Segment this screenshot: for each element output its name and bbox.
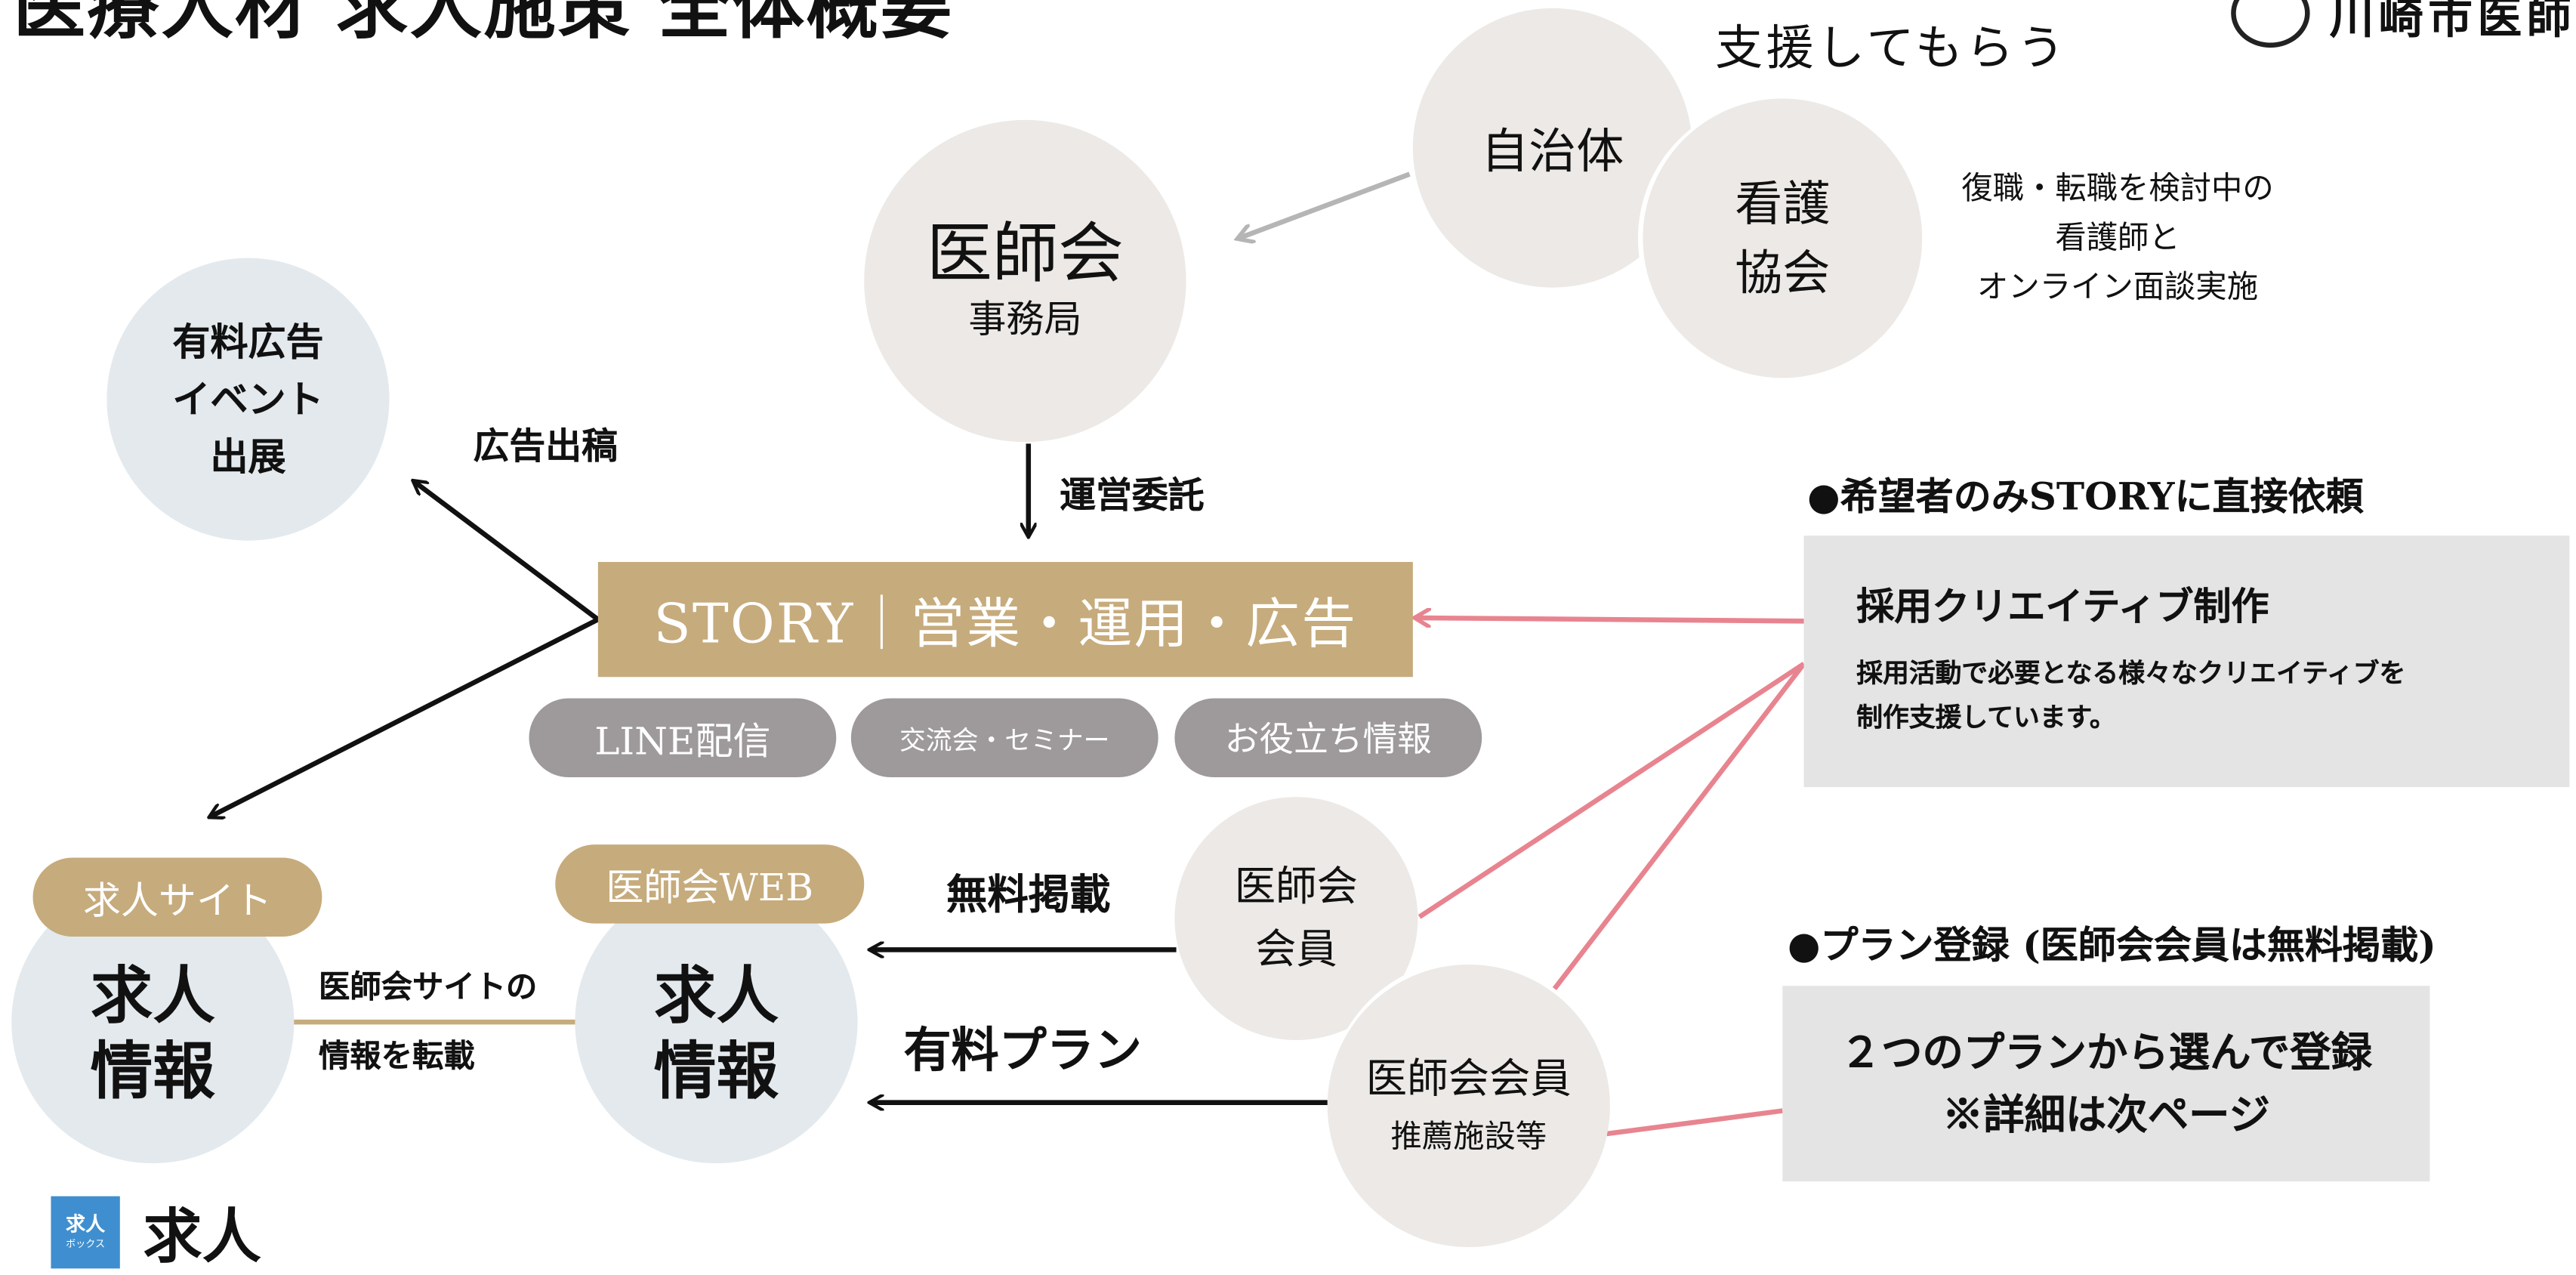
arrow-creative-to-story	[1416, 618, 1804, 621]
ishikai-web-tag: 医師会WEB	[555, 844, 865, 924]
plan-box-line2: ※詳細は次ページ	[1942, 1090, 2270, 1138]
kango-note-line2: 看護師と	[2055, 220, 2180, 257]
support-label: 支援してもらう	[1715, 20, 2069, 76]
line-recommended-to-plan	[1606, 1108, 1783, 1137]
arrow-jichitai-to-office	[1239, 171, 1411, 239]
plan-box: ２つのプランから選んで登録 ※詳細は次ページ	[1782, 986, 2430, 1182]
plan-heading: ●プラン登録 (医師会会員は無料掲載)	[1787, 923, 2436, 968]
kango-label-line2: 協会	[1735, 245, 1831, 301]
paid-ad-line1: 有料広告	[172, 320, 324, 364]
member-line1: 医師会	[1234, 863, 1358, 911]
creative-heading: ●希望者のみSTORYに直接依頼	[1806, 474, 2364, 520]
transfer-line1: 医師会サイトの	[319, 969, 538, 1006]
ishikai-web-circle: 求人 情報	[575, 881, 858, 1164]
job-site-tag: 求人サイト	[32, 857, 322, 937]
creative-box-title: 採用クリエイティブ制作	[1856, 585, 2269, 630]
operation-label: 運営委託	[1060, 474, 1205, 518]
ishikai-logo: 川崎市医師	[2231, 0, 2576, 49]
ishikai-office-sub: 事務局	[968, 298, 1082, 342]
page-title: 医療人材 求人施策 全体概要	[13, 0, 955, 50]
kyujin-box-badge-icon: 求人 ボックス	[51, 1196, 120, 1269]
paid-ad-circle: 有料広告 イベント 出展	[106, 258, 390, 541]
kyujin-box-badge-line2: ボックス	[66, 1239, 106, 1251]
plan-box-line1: ２つのプランから選んで登録	[1840, 1027, 2373, 1076]
transfer-line2: 情報を転載	[319, 1038, 475, 1075]
story-bar: STORY｜営業・運用・広告	[597, 561, 1413, 678]
creative-box-line1: 採用活動で必要となる様々なクリエイティブを	[1856, 657, 2406, 689]
jichitai-label: 自治体	[1481, 123, 1624, 180]
line-delivery-label: LINE配信	[594, 721, 771, 764]
arrow-to-job-site	[210, 617, 600, 817]
ishikai-emblem-icon	[2231, 0, 2310, 48]
useful-info-pill: お役立ち情報	[1174, 698, 1482, 777]
ishikai-web-main-line1: 求人	[653, 958, 779, 1033]
ishikai-office-circle: 医師会 事務局	[864, 119, 1186, 443]
paid-plan-label: 有料プラン	[903, 1022, 1142, 1079]
kyujin-box-badge-line1: 求人	[65, 1212, 106, 1236]
useful-info-label: お役立ち情報	[1224, 719, 1432, 760]
ad-placement-label: 広告出稿	[473, 425, 618, 468]
ishikai-web-tag-label: 医師会WEB	[606, 867, 814, 911]
creative-box-line2: 制作支援しています。	[1856, 701, 2116, 733]
kyujin-box-logo-text: 求人	[143, 1204, 261, 1272]
ishikai-office-main: 医師会	[926, 217, 1124, 293]
creative-box: 採用クリエイティブ制作 採用活動で必要となる様々なクリエイティブを 制作支援して…	[1803, 536, 2570, 788]
kango-label-line1: 看護	[1735, 175, 1831, 232]
recommended-main: 医師会会員	[1365, 1054, 1572, 1103]
job-site-main-line2: 情報	[90, 1033, 215, 1108]
job-site-main-line1: 求人	[90, 958, 215, 1033]
free-listing-label: 無料掲載	[946, 870, 1111, 919]
ishikai-web-main-line2: 情報	[653, 1033, 779, 1108]
recommended-sub: 推薦施設等	[1390, 1119, 1547, 1156]
line-member-to-creative	[1418, 662, 1806, 919]
line-delivery-pill: LINE配信	[529, 698, 837, 777]
line-recommended-to-creative	[1552, 662, 1806, 991]
kango-circle: 看護 協会	[1643, 98, 1923, 378]
kyujin-box-logo: 求人 ボックス 求人	[51, 1190, 261, 1275]
recommended-circle: 医師会会員 推薦施設等	[1327, 964, 1610, 1248]
paid-ad-line3: 出展	[210, 434, 286, 480]
seminar-pill: 交流会・セミナー	[850, 698, 1158, 777]
kango-note-line1: 復職・転職を検討中の	[1961, 171, 2274, 208]
arrow-ad-placement	[414, 481, 600, 622]
job-site-tag-label: 求人サイト	[82, 881, 273, 924]
kango-note-line3: オンライン面談実施	[1977, 269, 2259, 306]
story-bar-label: STORY｜営業・運用・広告	[653, 591, 1358, 656]
member-line2: 会員	[1254, 925, 1337, 973]
kango-note: 復職・転職を検討中の 看護師と オンライン面談実施	[1936, 165, 2300, 313]
seminar-label: 交流会・セミナー	[899, 724, 1110, 756]
paid-ad-line2: イベント	[172, 377, 324, 421]
ishikai-logo-text: 川崎市医師	[2329, 0, 2576, 44]
